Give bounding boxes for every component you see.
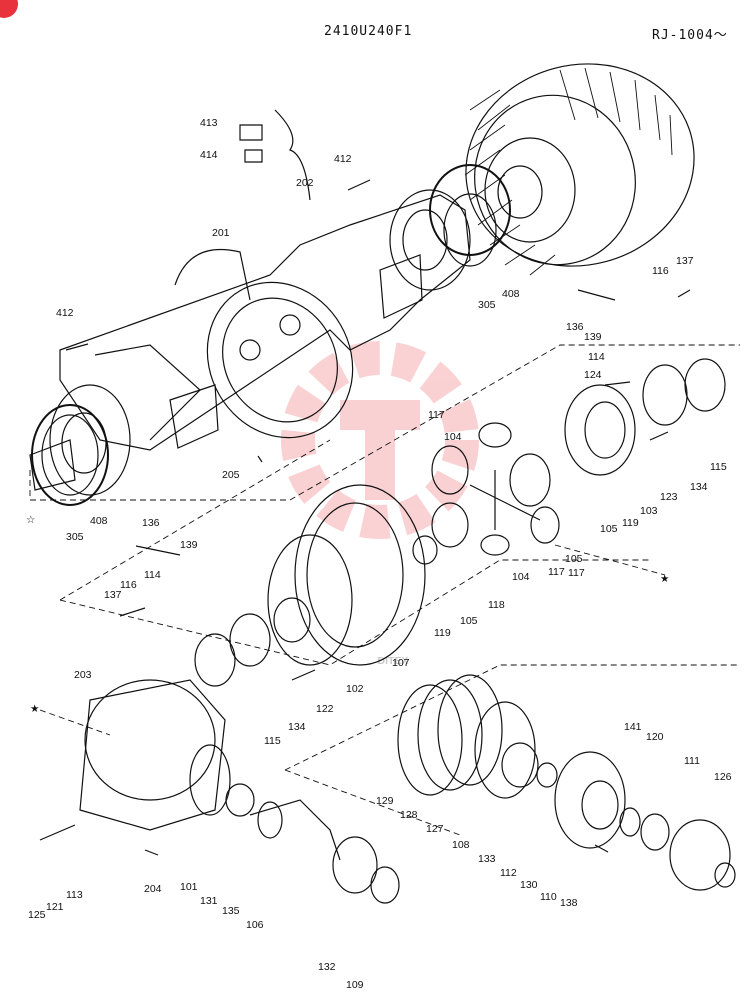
part-label: 131 — [200, 895, 218, 907]
part-label: 116 — [120, 579, 137, 591]
part-label: 134 — [288, 721, 306, 733]
part-label: 117 — [568, 567, 585, 579]
part-label: 108 — [452, 839, 470, 851]
part-label: 104 — [444, 431, 462, 443]
part-label: 101 — [180, 881, 198, 893]
part-label: 115 — [264, 735, 281, 747]
part-label: 105 — [600, 523, 618, 535]
part-label: 137 — [676, 255, 694, 267]
part-label: 104 — [512, 571, 530, 583]
part-label: 408 — [502, 288, 520, 300]
part-label: 135 — [222, 905, 240, 917]
part-label: 117 — [428, 409, 445, 421]
part-label: 412 — [334, 153, 352, 165]
part-label: 114 — [144, 569, 161, 581]
part-label: 107 — [392, 657, 410, 669]
part-label: 109 — [346, 979, 364, 991]
part-label: 408 — [90, 515, 108, 527]
part-label: 413 — [200, 117, 218, 129]
part-label: 105 — [460, 615, 478, 627]
part-label: 116 — [652, 265, 669, 277]
part-label: 414 — [200, 149, 218, 161]
reference-stars: ☆ ★ ★ — [26, 514, 670, 715]
part-label: 133 — [478, 853, 496, 865]
part-label: 412 — [56, 307, 74, 319]
part-label: 125 — [28, 909, 46, 921]
part-label: 130 — [520, 879, 538, 891]
part-label: 118 — [488, 599, 505, 611]
part-label: 117 — [548, 566, 565, 578]
part-labels: 413 414 412 202 201 305 408 412 116 137 … — [28, 117, 732, 991]
part-label: 103 — [640, 505, 658, 517]
model-range: RJ-1004～ — [652, 28, 728, 43]
part-label: 110 — [540, 891, 557, 903]
part-label: 102 — [346, 683, 364, 695]
part-label: 305 — [478, 299, 496, 311]
part-label: 119 — [622, 517, 639, 529]
part-label: 128 — [400, 809, 418, 821]
diagram-code: 2410U240F1 — [324, 24, 413, 39]
part-label: 115 — [710, 461, 727, 473]
part-label: 113 — [66, 889, 83, 901]
part-label: 122 — [316, 703, 334, 715]
part-label: 124 — [584, 369, 602, 381]
part-label: 111 — [684, 755, 700, 767]
part-label: 127 — [426, 823, 444, 835]
part-label: 139 — [584, 331, 602, 343]
part-label: 204 — [144, 883, 162, 895]
part-label: 114 — [588, 351, 605, 363]
corner-marker — [0, 0, 18, 18]
part-label: 137 — [104, 589, 122, 601]
part-label: 132 — [318, 961, 336, 973]
part-label: 205 — [222, 469, 240, 481]
part-label: 119 — [434, 627, 451, 639]
part-label: 138 — [560, 897, 578, 909]
part-label: 305 — [66, 531, 84, 543]
drawing-lines — [29, 63, 740, 904]
part-label: 136 — [142, 517, 160, 529]
part-label: 202 — [296, 177, 314, 189]
part-label: 106 — [246, 919, 264, 931]
part-label: 201 — [212, 227, 230, 239]
part-label: 121 — [46, 901, 64, 913]
part-label: 120 — [646, 731, 664, 743]
part-label: 126 — [714, 771, 732, 783]
part-label: 134 — [690, 481, 708, 493]
part-label: 141 — [624, 721, 642, 733]
star-solid-marker-right: ★ — [660, 573, 670, 585]
part-label: 112 — [500, 867, 517, 879]
part-label: 203 — [74, 669, 92, 681]
part-label: 129 — [376, 795, 394, 807]
watermark: DITEX — [281, 341, 479, 667]
part-label: 123 — [660, 491, 678, 503]
part-label: 105 — [565, 553, 583, 565]
star-solid-marker-left: ★ — [30, 703, 40, 715]
star-outline-marker: ☆ — [26, 514, 36, 526]
part-label: 139 — [180, 539, 198, 551]
part-label: 136 — [566, 321, 584, 333]
